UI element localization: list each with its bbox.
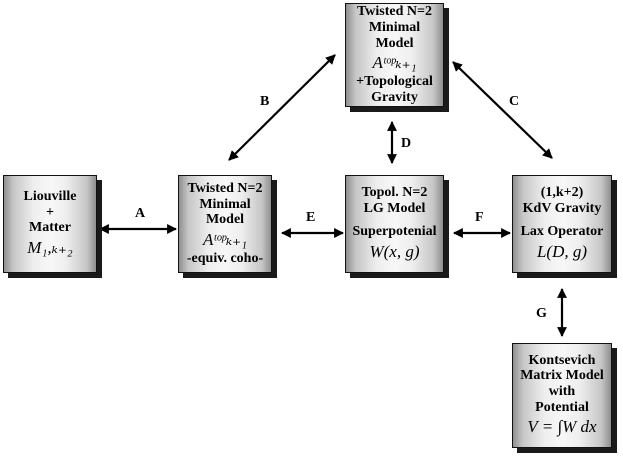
- edge-label-g: G: [536, 306, 547, 321]
- kontsevich-math: V = ∫W dx: [527, 417, 597, 437]
- liouville-math: M₁,ₖ₊₂: [27, 237, 73, 257]
- twisted-line-1: Twisted N=2: [187, 181, 263, 197]
- liouville-line-1: Liouville: [23, 188, 77, 204]
- edge-label-d: D: [401, 136, 412, 151]
- top-line-4: +Topological: [356, 74, 433, 90]
- top-line-3: Model: [375, 35, 414, 51]
- box-kontsevich-matrix-model: Kontsevich Matrix Model with Potential V…: [512, 343, 612, 448]
- twisted-line-3: Model: [205, 212, 245, 228]
- kdv-line-2: KdV Gravity: [522, 200, 602, 216]
- edge-label-c: C: [509, 94, 520, 109]
- liouville-line-3: Matter: [29, 220, 71, 236]
- edge-label-f: F: [475, 210, 484, 225]
- box-twisted-minimal-model: Twisted N=2 Minimal Model Aᵗᵒᵖₖ₊₁ -equiv…: [178, 175, 272, 273]
- top-line-5: Gravity: [371, 90, 418, 106]
- top-line-1: Twisted N=2: [357, 4, 432, 20]
- top-math: Aᵗᵒᵖₖ₊₁: [372, 53, 417, 73]
- kontsevich-line-4: Potential: [535, 399, 589, 415]
- twisted-line-2: Minimal: [199, 196, 251, 212]
- box-topological-gravity: Twisted N=2 Minimal Model Aᵗᵒᵖₖ₊₁ +Topol…: [345, 3, 444, 107]
- liouville-line-2: +: [46, 204, 54, 220]
- lg-math: W(x, g): [369, 241, 420, 261]
- edge-label-e: E: [306, 210, 316, 225]
- box-liouville-matter: Liouville + Matter M₁,ₖ₊₂: [3, 175, 97, 273]
- box-kdv-gravity: (1,k+2) KdV Gravity Lax Operator L(D, g): [512, 175, 612, 273]
- lg-line-3: Superpotenial: [352, 224, 437, 240]
- arrow-b: [228, 54, 336, 161]
- kdv-line-3: Lax Operator: [520, 224, 604, 240]
- twisted-line-4: -equiv. coho-: [186, 251, 264, 267]
- edge-label-b: B: [260, 94, 270, 109]
- kontsevich-line-2: Matrix Model: [520, 368, 604, 384]
- lg-line-2: LG Model: [363, 200, 426, 216]
- arrow-c: [452, 61, 553, 159]
- kdv-line-1: (1,k+2): [540, 184, 584, 200]
- kdv-math: L(D, g): [536, 241, 588, 261]
- lg-line-1: Topol. N=2: [361, 184, 428, 200]
- kontsevich-line-3: with: [548, 383, 576, 399]
- twisted-math: Aᵗᵒᵖₖ₊₁: [203, 230, 247, 250]
- box-lg-model: Topol. N=2 LG Model Superpotenial W(x, g…: [345, 175, 444, 273]
- kontsevich-line-1: Kontsevich: [528, 352, 596, 368]
- top-line-2: Minimal: [368, 19, 421, 35]
- edge-label-a: A: [135, 206, 146, 221]
